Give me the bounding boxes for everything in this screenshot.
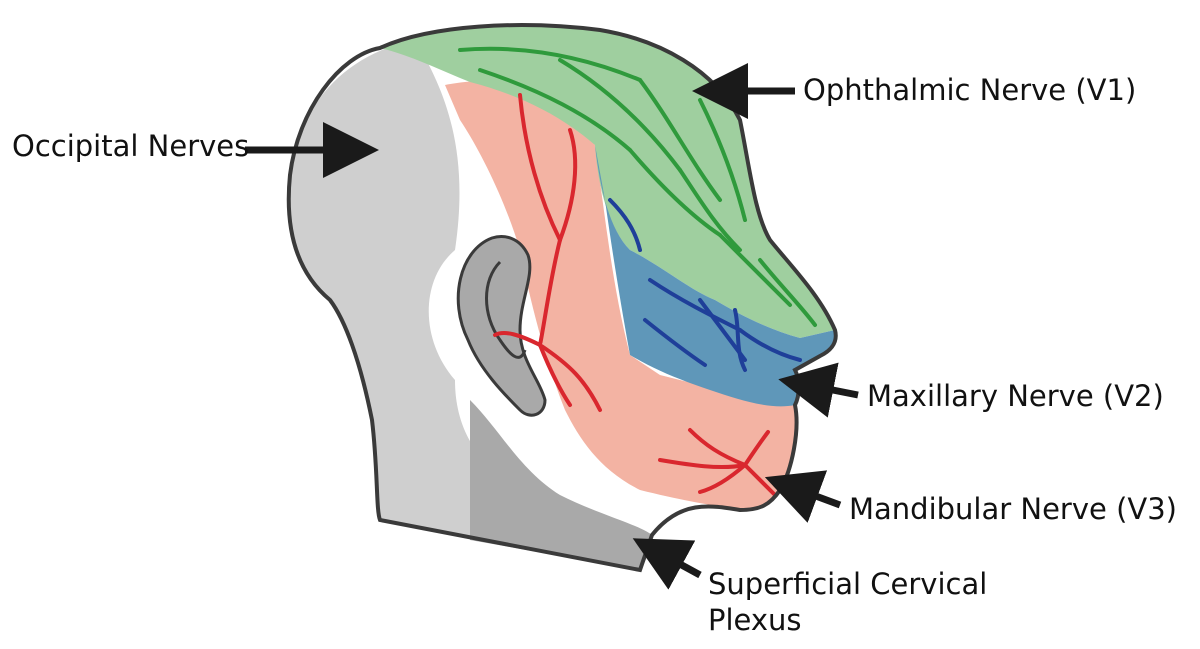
ear-inner [485, 260, 527, 359]
label-maxillary-nerve: Maxillary Nerve (V2) [867, 379, 1164, 413]
label-ophthalmic-nerve: Ophthalmic Nerve (V1) [803, 73, 1137, 107]
arrow-mandibular [764, 470, 842, 523]
mandibular-nerve-branches [493, 93, 777, 497]
head-gray-region [288, 40, 652, 570]
mandibular-region [445, 79, 797, 511]
arrow-maxillary [778, 362, 859, 418]
maxillary-region [595, 145, 836, 407]
ear [456, 235, 547, 417]
arrow-cervical [632, 538, 702, 590]
maxillary-nerve-branches [608, 198, 802, 372]
neck-region [470, 400, 652, 570]
label-cervical-line-1: Superficial Cervical [708, 567, 988, 601]
label-superficial-cervical-plexus: Superficial Cervical Plexus [708, 566, 987, 638]
arrows [245, 63, 859, 590]
label-cervical-line-2: Plexus [708, 603, 802, 637]
label-occipital-nerves: Occipital Nerves [12, 129, 250, 163]
label-mandibular-nerve: Mandibular Nerve (V3) [849, 492, 1177, 526]
